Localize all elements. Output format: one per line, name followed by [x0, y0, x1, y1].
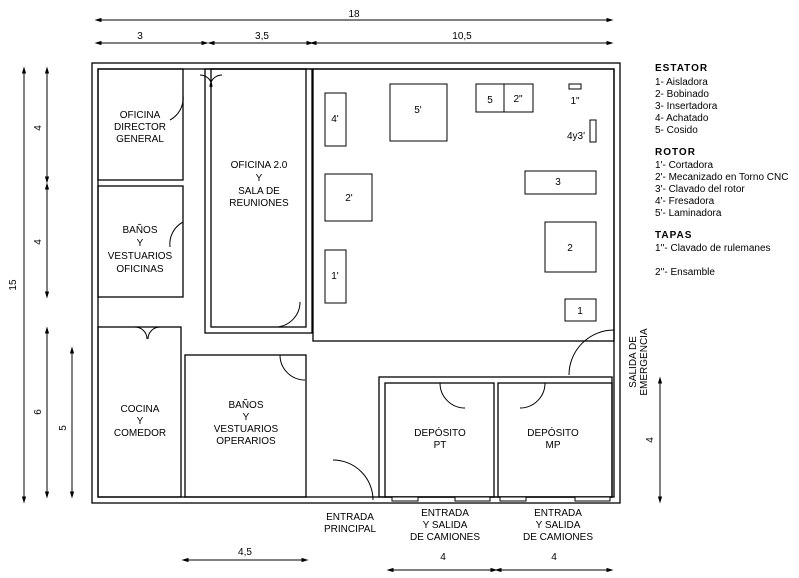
svg-text:2'- Mecanizado en Torno CNC: 2'- Mecanizado en Torno CNC [655, 172, 788, 183]
svg-text:1: 1 [577, 306, 583, 317]
svg-text:4: 4 [551, 552, 557, 563]
dimensions: 18 3 3,5 10,5 15 4 4 6 5 4,5 4 4 4 [8, 9, 663, 573]
svg-text:ROTOR: ROTOR [655, 147, 696, 158]
door-emergencia [568, 329, 615, 376]
svg-text:1': 1' [331, 271, 339, 282]
door-banos-operarios [279, 354, 306, 381]
svg-text:5': 5' [414, 105, 422, 116]
svg-text:4: 4 [645, 437, 656, 443]
room-oficina20-outer [204, 68, 313, 334]
svg-text:15: 15 [8, 279, 19, 291]
svg-text:18: 18 [348, 9, 360, 20]
svg-text:5- Cosido: 5- Cosido [655, 125, 698, 136]
svg-text:2": 2" [513, 94, 523, 105]
svg-text:ESTATOR: ESTATOR [655, 63, 708, 74]
svg-text:1''- Clavado de rulemanes: 1''- Clavado de rulemanes [655, 243, 771, 254]
svg-text:2''- Ensamble: 2''- Ensamble [655, 267, 715, 278]
svg-text:6: 6 [33, 409, 44, 415]
svg-text:2- Bobinado: 2- Bobinado [655, 89, 709, 100]
room-director [97, 68, 184, 181]
svg-text:1": 1" [570, 96, 580, 107]
door-deposito-mp [519, 382, 546, 409]
svg-text:3: 3 [555, 177, 561, 188]
room-cocina [97, 326, 182, 498]
svg-text:2: 2 [567, 243, 573, 254]
svg-text:5: 5 [487, 95, 493, 106]
svg-text:3: 3 [137, 31, 143, 42]
svg-text:2': 2' [345, 193, 353, 204]
svg-text:SALIDA DEEMERGENCIA: SALIDA DEEMERGENCIA [628, 328, 650, 396]
svg-text:1- Aisladora: 1- Aisladora [655, 77, 708, 88]
door-oficina20-bottom [274, 301, 301, 328]
svg-text:4'- Fresadora: 4'- Fresadora [655, 196, 715, 207]
door-oficina20 [199, 74, 223, 88]
svg-text:3- Insertadora: 3- Insertadora [655, 101, 718, 112]
svg-text:1'- Cortadora: 1'- Cortadora [655, 160, 713, 171]
svg-text:4y3': 4y3' [567, 131, 585, 142]
svg-text:5: 5 [58, 425, 69, 431]
svg-text:4,5: 4,5 [238, 547, 252, 558]
door-deposito-pt [439, 382, 466, 409]
room-banos-operarios [184, 354, 307, 498]
room-banos-oficinas [97, 185, 184, 298]
truck-doors [391, 496, 611, 502]
svg-text:TAPAS: TAPAS [655, 230, 692, 241]
door-principal [332, 459, 374, 501]
legend: ESTATOR 1- Aisladora 2- Bobinado 3- Inse… [655, 63, 788, 278]
svg-text:4: 4 [33, 239, 44, 245]
svg-text:5'- Laminadora: 5'- Laminadora [655, 208, 722, 219]
production-area [312, 68, 615, 342]
outer-wall [91, 62, 621, 504]
svg-text:3'- Clavado del rotor: 3'- Clavado del rotor [655, 184, 745, 195]
svg-text:4- Achatado: 4- Achatado [655, 113, 709, 124]
svg-text:4: 4 [440, 552, 446, 563]
door-banos-oficinas [169, 221, 184, 248]
door-director [169, 94, 184, 121]
machines: 4' 5' 5 2" 1" 4y3' 2' 3 2 1' 1 [324, 83, 597, 322]
svg-text:4': 4' [331, 114, 339, 125]
svg-text:10,5: 10,5 [452, 31, 472, 42]
room-deposito-mp [497, 382, 613, 498]
svg-text:4: 4 [33, 125, 44, 131]
svg-text:3,5: 3,5 [255, 31, 269, 42]
door-cocina [134, 326, 161, 340]
